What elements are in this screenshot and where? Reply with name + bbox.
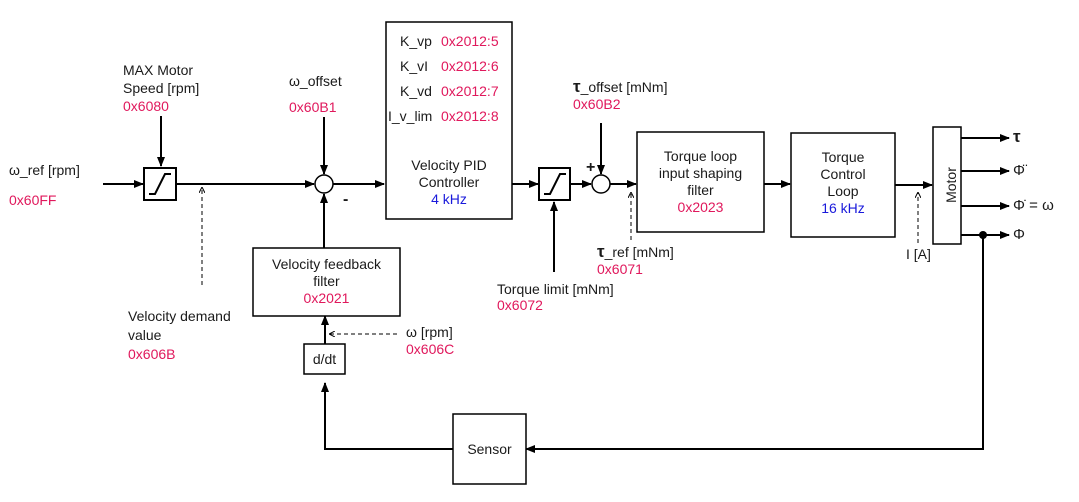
omega-offset-address: 0x60B1 (289, 99, 337, 115)
velocity-feedback-address: 0x2021 (303, 290, 350, 306)
torque-shaping-filter-block (636, 131, 765, 233)
torque-shaping-line3: filter (687, 182, 714, 198)
torque-limiter-block (538, 167, 571, 201)
omega-ref-label: ω_ref [rpm] (9, 162, 80, 178)
derivative-label: d/dt (312, 351, 337, 367)
omega-ref-address: 0x60FF (9, 192, 57, 208)
torque-limit-label: Torque limit [mNm] (497, 281, 614, 297)
output-velocity-label: Φ̇ = ω (1013, 197, 1054, 214)
torque-control-line2: Control (820, 166, 866, 182)
pid-param-kvp-name: K_vp (400, 33, 432, 49)
position-to-sensor-line (525, 235, 984, 453)
output-position-label: Φ (1013, 226, 1025, 243)
torque-control-frequency: 16 kHz (821, 200, 865, 216)
torque-control-text: Torque Control Loop 16 kHz (791, 149, 895, 217)
pid-param-ivlim-name: I_v_lim (388, 108, 433, 124)
omega-actual-address: 0x606C (406, 341, 455, 357)
tau-offset-label: τ_offset [mNm] (573, 78, 667, 96)
sensor-to-derivative-line (321, 382, 453, 450)
omega-offset-label: ω_offset (289, 73, 342, 89)
pid-param-kvd-address: 0x2012:7 (441, 83, 499, 99)
velocity-feedback-filter-block (252, 247, 401, 317)
torque-summing-junction (591, 174, 611, 194)
tau-ref-text: _ref [mNm] (604, 244, 674, 260)
velocity-pid-title-line1: Velocity PID (411, 157, 487, 173)
tau-ref-symbol: τ (597, 242, 605, 261)
pid-param-kvp-address: 0x2012:5 (441, 33, 499, 49)
omega-actual-label: ω [rpm] (406, 324, 453, 340)
velocity-demand-address: 0x606B (128, 346, 176, 362)
pid-param-kvi-address: 0x2012:6 (441, 58, 499, 74)
torque-shaping-line1: Torque loop (663, 148, 738, 164)
torque-shaping-line2: input shaping (658, 165, 743, 181)
velocity-feedback-line1: Velocity feedback (272, 256, 381, 272)
torque-limit-address: 0x6072 (497, 297, 543, 313)
sensor-block (452, 413, 527, 485)
output-torque-label: τ (1013, 127, 1021, 146)
tau-offset-symbol: τ (573, 77, 581, 96)
velocity-demand-label-2: value (128, 327, 162, 343)
velocity-feedback-text: Velocity feedback filter 0x2021 (253, 256, 400, 307)
sensor-label: Sensor (467, 441, 512, 457)
tau-ref-address: 0x6071 (597, 261, 643, 277)
velocity-pid-title-line2: Controller (418, 174, 480, 190)
torque-control-loop-block (790, 132, 896, 238)
pid-param-kvi-name: K_vI (400, 58, 429, 74)
torque-shaping-address: 0x2023 (677, 199, 724, 215)
velocity-sum-minus-sign: - (343, 191, 349, 208)
max-speed-label-1: MAX Motor (123, 62, 194, 78)
current-label: I [A] (906, 246, 931, 262)
torque-control-line1: Torque (821, 149, 865, 165)
velocity-feedback-line2: filter (313, 273, 340, 289)
max-speed-label-2: Speed [rpm] (123, 80, 200, 96)
max-speed-address: 0x6080 (123, 98, 169, 114)
tau-offset-address: 0x60B2 (573, 96, 621, 112)
velocity-limiter-block (143, 167, 177, 201)
velocity-summing-junction (314, 174, 334, 194)
velocity-pid-frequency: 4 kHz (431, 191, 467, 207)
motor-block (932, 126, 962, 245)
velocity-pid-title: Velocity PID Controller 4 kHz (386, 157, 512, 208)
motor-label: Motor (943, 167, 959, 203)
velocity-pid-block (385, 21, 513, 220)
pid-param-kvd-name: K_vd (400, 83, 432, 99)
torque-shaping-text: Torque loop input shaping filter 0x2023 (637, 148, 764, 216)
velocity-demand-label-1: Velocity demand (128, 308, 231, 324)
torque-control-line3: Loop (827, 183, 859, 199)
tau-offset-text: _offset [mNm] (580, 79, 668, 95)
pid-param-ivlim-address: 0x2012:8 (441, 108, 499, 124)
torque-sum-plus-sign: + (586, 159, 596, 176)
tau-ref-label: τ_ref [mNm] (597, 243, 674, 261)
output-acceleration-label: Φ̈ (1013, 162, 1025, 179)
